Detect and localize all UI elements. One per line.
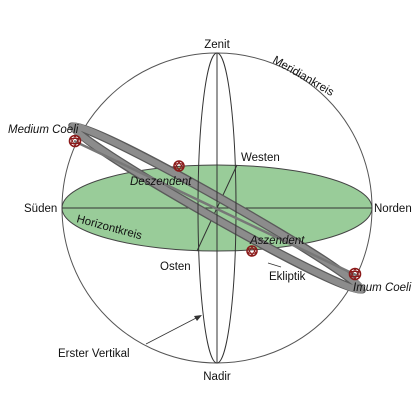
imum-coeli-marker — [348, 267, 362, 281]
label-osten: Osten — [160, 261, 191, 273]
medium-coeli-marker — [68, 134, 82, 148]
ekliptik-pointer — [267, 262, 282, 268]
ecliptic-band — [67, 121, 367, 295]
label-medium-coeli: Medium Coeli — [8, 124, 79, 136]
label-nadir: Nadir — [203, 371, 231, 383]
label-zenit: Zenit — [204, 39, 230, 51]
label-westen: Westen — [241, 152, 280, 164]
erster-vertikal-arrowhead — [194, 315, 202, 321]
label-aszendent: Aszendent — [249, 235, 305, 247]
aszendent-marker — [246, 245, 258, 257]
label-erster-vertikal: Erster Vertikal — [58, 348, 130, 360]
label-meridiankreis: Meridiankreis — [271, 54, 336, 99]
erster-vertikal-pointer — [145, 315, 201, 345]
label-norden: Norden — [374, 203, 412, 215]
label-ekliptik: Ekliptik — [269, 271, 306, 283]
ecliptic-line — [73, 139, 359, 278]
label-imum-coeli: Imum Coeli — [353, 282, 412, 294]
label-deszendent: Deszendent — [130, 176, 192, 188]
deszendent-marker — [173, 160, 185, 172]
label-sueden: Süden — [24, 203, 57, 215]
